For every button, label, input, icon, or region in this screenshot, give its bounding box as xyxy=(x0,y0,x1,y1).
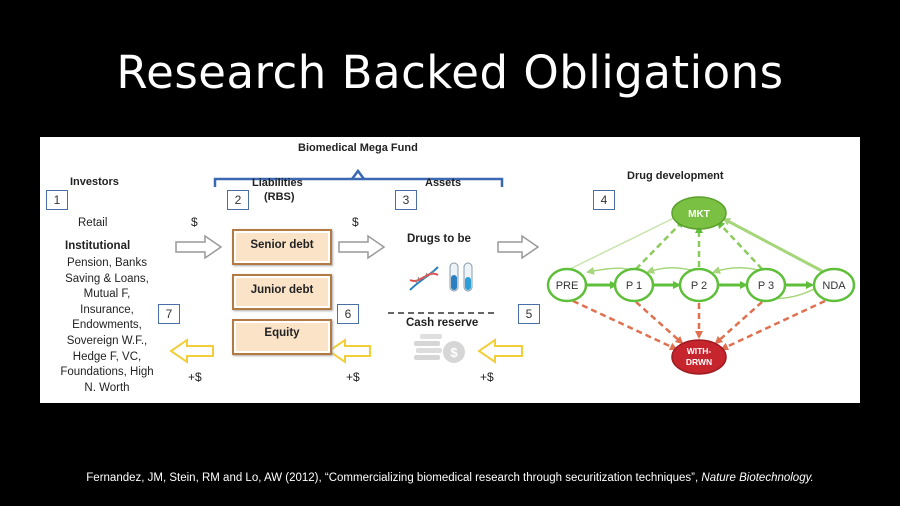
flow-label-out-2: +$ xyxy=(346,370,360,384)
drugs-to-be-label: Drugs to be xyxy=(407,233,471,245)
investors-heading: Investors xyxy=(70,176,119,188)
assets-heading: Assets xyxy=(425,177,462,189)
retail-label: Retail xyxy=(78,217,108,229)
tranche-equity-label: Equity xyxy=(264,327,300,339)
institutional-list: Pension, Banks Saving & Loans, Mutual F,… xyxy=(48,256,166,396)
node-p2-label: P 2 xyxy=(691,280,707,292)
tranche-junior-debt: Junior debt xyxy=(232,274,332,310)
drug-network: PRE P 1 P 2 P 3 NDA MKT WITH- DRWN xyxy=(546,196,856,375)
node-withdrawn-label-2: DRWN xyxy=(686,357,712,367)
diagram-panel: $ xyxy=(40,137,860,403)
citation-text: Fernandez, JM, Stein, RM and Lo, AW (201… xyxy=(86,472,702,484)
tranche-equity: Equity xyxy=(232,319,332,355)
node-withdrawn xyxy=(671,339,727,375)
fund-brace xyxy=(213,177,504,187)
citation-caption: Fernandez, JM, Stein, RM and Lo, AW (201… xyxy=(0,472,900,484)
node-nda-label: NDA xyxy=(822,280,846,292)
flow-arrow-investors-liabilities xyxy=(175,234,223,260)
test-tube-icon xyxy=(449,262,473,292)
box-num-1: 1 xyxy=(46,190,68,210)
node-pre-label: PRE xyxy=(556,280,579,292)
flow-label-out-1: +$ xyxy=(188,370,202,384)
drug-development-heading: Drug development xyxy=(627,170,724,182)
flow-arrow-liabilities-assets xyxy=(338,234,386,260)
node-p2 xyxy=(678,267,720,303)
institutional-line: Foundations, High xyxy=(60,366,154,379)
tranche-junior-debt-label: Junior debt xyxy=(250,284,314,296)
institutional-line: Pension, Banks xyxy=(67,257,147,269)
institutional-line: Sovereign W.F., xyxy=(66,334,148,347)
box-num-7: 7 xyxy=(158,304,180,324)
return-arrow-7 xyxy=(169,338,214,364)
box-num-4: 4 xyxy=(593,190,615,210)
institutional-line: Hedge F, VC, xyxy=(72,350,142,363)
institutional-line: Mutual F, xyxy=(83,288,131,301)
flow-arrow-assets-development xyxy=(497,234,540,260)
dna-icon xyxy=(409,266,439,291)
flow-label-in-1: $ xyxy=(191,215,198,229)
citation-journal: Nature Biotechnology. xyxy=(701,472,814,484)
node-p1 xyxy=(613,267,655,303)
tranche-senior-debt-label: Senior debt xyxy=(250,239,314,251)
diagram-graphics: $ xyxy=(169,168,856,375)
box-num-6: 6 xyxy=(337,304,359,324)
return-arrow-6 xyxy=(327,338,371,364)
institutional-line: N. Worth xyxy=(84,381,130,394)
box-num-5: 5 xyxy=(518,304,540,324)
institutional-line: Insurance, xyxy=(80,303,134,316)
node-p3 xyxy=(745,267,787,303)
node-mkt-label: MKT xyxy=(688,209,710,220)
node-p1-label: P 1 xyxy=(626,280,642,292)
node-pre xyxy=(546,267,588,303)
return-arrow-5 xyxy=(477,338,523,364)
institutional-line: Saving & Loans, xyxy=(65,272,149,285)
institutional-line: Endowments, xyxy=(72,319,142,332)
cash-icon: $ xyxy=(414,334,465,363)
svg-text:$: $ xyxy=(450,345,458,360)
institutional-heading: Institutional xyxy=(65,240,131,252)
cash-reserve-label: Cash reserve xyxy=(406,317,479,329)
node-p3-label: P 3 xyxy=(758,280,774,292)
flow-label-out-3: +$ xyxy=(480,370,494,384)
box-num-2: 2 xyxy=(227,190,249,210)
node-mkt xyxy=(671,196,727,230)
slide-title: Research Backed Obligations xyxy=(116,46,784,99)
flow-label-in-2: $ xyxy=(352,215,359,229)
tranche-senior-debt: Senior debt xyxy=(232,229,332,265)
liabilities-heading: Liabilities xyxy=(252,177,303,189)
node-withdrawn-label-1: WITH- xyxy=(687,346,712,356)
box-num-3: 3 xyxy=(395,190,417,210)
fund-label: Biomedical Mega Fund xyxy=(298,142,418,154)
liabilities-subheading: (RBS) xyxy=(264,191,295,203)
node-nda xyxy=(812,267,856,303)
